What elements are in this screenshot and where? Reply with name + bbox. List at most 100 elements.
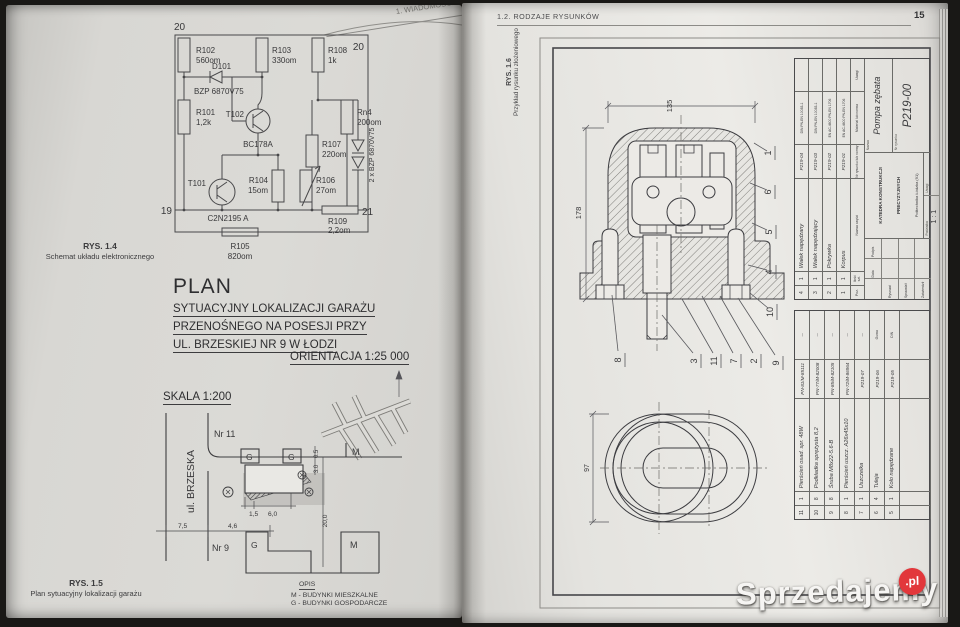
parts-row: 10 8 Podkładka sprężysta 8,2 PN-77/M-820…: [810, 311, 825, 519]
parts-row: 4 1 Wałek napędzany P219-04 DIN PN-EN 10…: [795, 59, 809, 299]
balloon-numbers: 1 6 5 4 10 8 3 11 7 2 9: [613, 150, 781, 365]
label-r108v: 1k: [328, 56, 337, 65]
part-poz: 7: [855, 505, 870, 519]
plan-heading: PLAN SYTUACYJNY LOKALIZACJI GARAŻU PRZEN…: [173, 275, 376, 353]
label-r101v: 1,2k: [196, 118, 212, 127]
notes-label: Uwagi: [925, 183, 929, 193]
scale-value: 1 : 1: [931, 209, 938, 224]
circuit-labels: R102 560om R103 330om R108 1k D101 BZP 6…: [161, 22, 382, 261]
label-r103: R103: [272, 46, 292, 55]
title-block-lower: 11 1 Pierścień osad. spr. 48W PN-81/M-85…: [794, 310, 931, 520]
part-material: —: [795, 311, 810, 359]
circuit-schematic: [174, 34, 369, 237]
name-label: Nazwa: [866, 140, 870, 151]
part-number: P219-03: [809, 144, 823, 178]
label-r103v: 330om: [272, 56, 297, 65]
scale-label: Podziałka: [925, 221, 929, 236]
number-label: Nr rysunku: [894, 134, 898, 151]
part-name: Wałek napędzany: [795, 177, 809, 272]
sig-cell: [915, 258, 931, 279]
part-notes: [823, 59, 837, 91]
parts-row: 3 1 Wałek napędzający P219-03 DIN PN-EN …: [809, 59, 823, 299]
part-poz: 10: [810, 505, 825, 519]
part-material: DIN PN-EN 10083-1: [795, 90, 809, 145]
part-qty: 8: [825, 491, 840, 506]
balloon-9: 9: [771, 360, 781, 365]
figure-1-5-id: RYS. 1.5: [69, 578, 103, 588]
label-r109: R109: [328, 217, 348, 226]
dim-200: 20,0: [322, 514, 329, 527]
part-number: P219-07: [855, 358, 870, 399]
site-plan-labels: ul. BRZESKA Nr 11 G G M 0.5 3.0 1,5 6,0 …: [178, 429, 360, 553]
dim-75: 7,5: [178, 523, 187, 530]
dim-97: 97: [584, 464, 591, 472]
name-number-block: Nazwa Pompa zębata Nr rysunku P219-00: [865, 59, 931, 153]
sig-col-sign: Podpis: [870, 246, 875, 257]
sig-cell: [882, 239, 898, 259]
part-number: PN-72/M-86964: [840, 358, 855, 399]
part-material: —: [840, 311, 855, 359]
sig-cell: [915, 239, 931, 259]
label-r101: R101: [196, 108, 216, 117]
plan-line-1: SYTUACYJNY LOKALIZACJI GARAŻU: [173, 303, 376, 317]
part-number: P219-06: [870, 358, 885, 399]
section-header: 1.2. RODZAJE RYSUNKÓW: [497, 12, 600, 21]
sig-col-date: Data: [865, 258, 881, 279]
part-poz: 4: [795, 285, 809, 299]
part-number: P219-04: [795, 144, 809, 178]
dim-178: 178: [574, 207, 583, 220]
figure-1-5-caption: RYS. 1.5 Plan sytuacyjny lokalizacji gar…: [16, 578, 156, 598]
sig-blank: [865, 278, 881, 299]
dim-05: 0.5: [314, 449, 320, 458]
balloon-7: 7: [729, 358, 739, 363]
parts-row: 6 4 Tuleja P219-06 Guma: [870, 311, 885, 519]
part-notes: [795, 59, 809, 91]
node-20a: 20: [174, 22, 186, 33]
label-m1: M: [352, 447, 360, 457]
page-curve-line: [323, 21, 462, 36]
label-r108: R108: [328, 46, 348, 55]
balloon-2: 2: [749, 358, 759, 363]
part-poz: 3: [809, 285, 823, 299]
label-t102t: BC178A: [243, 140, 273, 149]
part-material: DIN PN-EN 10083-1: [809, 90, 823, 145]
parts-row: 7 1 Uszczelka P219-07 —: [855, 311, 870, 519]
label-d101: D101: [212, 62, 232, 71]
part-qty: 1: [840, 491, 855, 506]
part-qty: 1: [823, 271, 837, 286]
legend-m: M - BUDYNKI MIESZKALNE: [291, 592, 378, 599]
balloon-8: 8: [613, 357, 623, 362]
part-qty: 1: [885, 491, 900, 506]
legend: OPIS M - BUDYNKI MIESZKALNE G - BUDYNKI …: [291, 581, 387, 608]
header-rule: [497, 25, 911, 26]
part-material: —: [855, 311, 870, 359]
balloon-6: 6: [763, 189, 773, 194]
header-name: Nazwa części: [851, 178, 865, 272]
node-19: 19: [161, 206, 173, 217]
watermark: Sprzedajemy .pl: [736, 567, 939, 612]
label-nr11: Nr 11: [214, 429, 235, 439]
part-material: —: [810, 311, 825, 359]
dim-60: 6,0: [268, 511, 277, 518]
figure-1-4-caption: RYS. 1.4 Schemat układu elektronicznego: [34, 241, 166, 261]
label-r104: R104: [249, 176, 269, 185]
plan-line-2: PRZENOŚNEGO NA POSESJI PRZY: [173, 321, 367, 335]
part-poz: 9: [825, 505, 840, 519]
label-g3: G: [251, 540, 258, 550]
label-t102: T102: [226, 110, 245, 119]
label-t101: T101: [188, 179, 207, 188]
orientation-label: ORIENTACJA 1:25 000: [290, 351, 410, 365]
label-r105: R105: [230, 242, 250, 251]
part-poz: 8: [840, 505, 855, 519]
part-notes: [837, 59, 851, 91]
legend-g: G - BUDYNKI GOSPODARCZE: [291, 600, 388, 607]
part-number: PN-77/M-82008: [810, 358, 825, 399]
label-g2: G: [288, 452, 295, 462]
label-r102v: 560om: [196, 56, 221, 65]
part-number: P219-02: [823, 144, 837, 178]
balloon-10: 10: [765, 307, 775, 317]
balloon-1: 1: [763, 150, 773, 155]
left-page-drawings: R102 560om R103 330om R108 1k D101 BZP 6…: [156, 21, 462, 574]
parts-header-row: Poz. Ilość szt. Nazwa części Nr rysunku …: [851, 59, 865, 299]
